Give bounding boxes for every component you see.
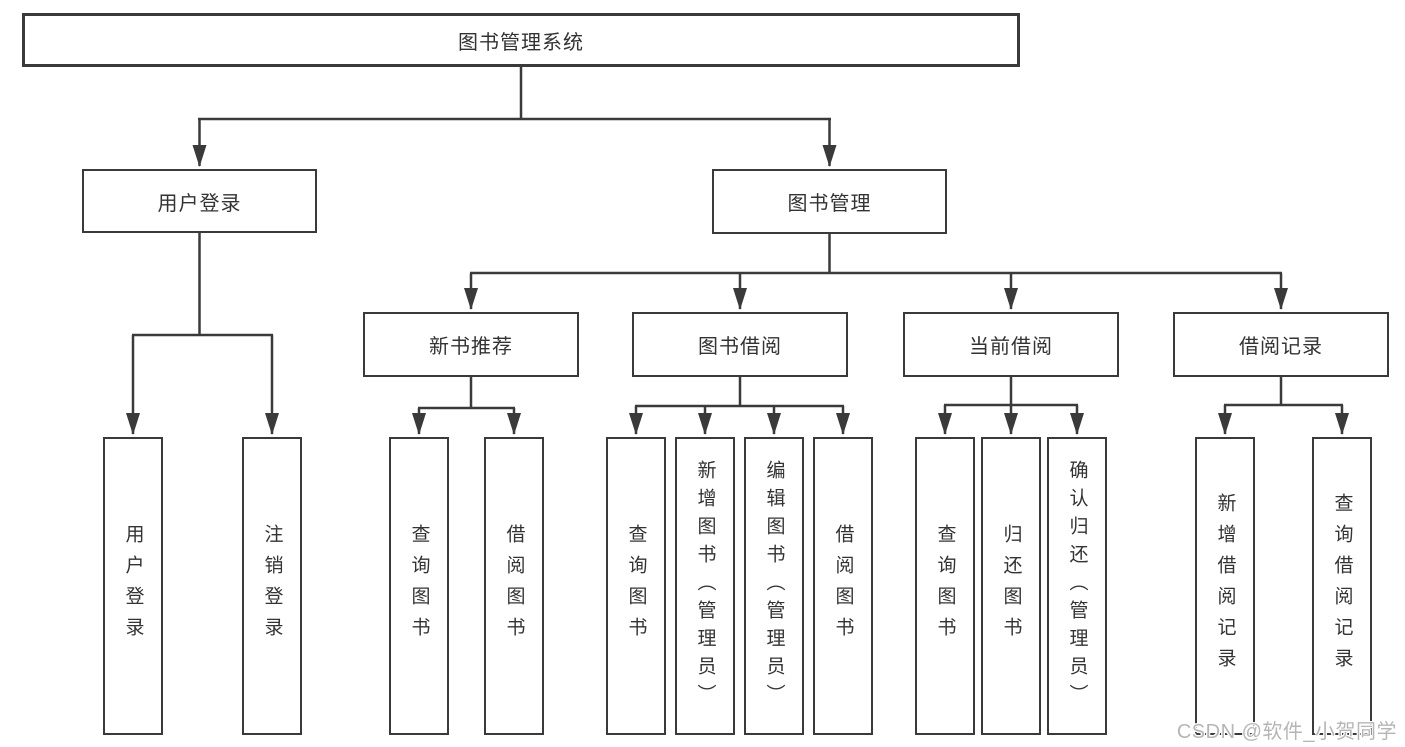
node-borrow-records: 借阅记录 [1173, 312, 1389, 377]
node-current-borrow-label: 当前借阅 [969, 336, 1053, 358]
node-book-management-label: 图书管理 [787, 193, 872, 215]
node-current-borrow: 当前借阅 [903, 312, 1119, 377]
leaf-query-books-3-label: 查询图书 [934, 524, 956, 648]
leaf-logout-label: 注销登录 [261, 524, 283, 648]
node-book-borrow: 图书借阅 [632, 312, 848, 377]
node-user-login: 用户登录 [82, 169, 317, 233]
leaf-borrow-books-1: 借阅图书 [484, 437, 544, 735]
leaf-user-login: 用户登录 [103, 437, 163, 735]
node-root-system: 图书管理系统 [22, 13, 1020, 67]
leaf-query-borrow-record: 查询借阅记录 [1312, 437, 1372, 735]
node-book-management: 图书管理 [712, 169, 947, 234]
node-borrow-records-label: 借阅记录 [1239, 336, 1323, 358]
leaf-query-books-1-label: 查询图书 [408, 524, 430, 648]
node-user-login-label: 用户登录 [157, 192, 242, 215]
leaf-edit-books-admin: 编辑图书（管理员） [744, 437, 804, 735]
leaf-query-books-3: 查询图书 [915, 437, 975, 735]
leaf-query-books-2: 查询图书 [606, 437, 666, 735]
leaf-confirm-return-admin-label: 确认归还（管理员） [1066, 460, 1088, 712]
leaf-query-borrow-record-label: 查询借阅记录 [1331, 493, 1353, 679]
node-book-borrow-label: 图书借阅 [698, 336, 782, 358]
watermark: CSDN @软件_小贺同学 [1176, 721, 1397, 743]
leaf-add-books-admin: 新增图书（管理员） [675, 437, 735, 735]
leaf-return-books: 归还图书 [981, 437, 1041, 735]
arrow-connectors [126, 119, 1349, 435]
leaf-edit-books-admin-label: 编辑图书（管理员） [763, 460, 785, 712]
leaf-logout: 注销登录 [242, 437, 302, 735]
leaf-query-books-2-label: 查询图书 [625, 524, 647, 648]
leaf-add-borrow-record-label: 新增借阅记录 [1214, 493, 1236, 679]
leaf-borrow-books-2-label: 借阅图书 [832, 524, 854, 648]
leaf-query-books-1: 查询图书 [389, 437, 449, 735]
leaf-borrow-books-2: 借阅图书 [813, 437, 873, 735]
node-new-book-recommend: 新书推荐 [363, 312, 579, 377]
node-root-label: 图书管理系统 [458, 31, 584, 54]
leaf-add-borrow-record: 新增借阅记录 [1195, 437, 1255, 735]
leaf-return-books-label: 归还图书 [1000, 524, 1022, 648]
leaf-user-login-label: 用户登录 [122, 524, 144, 648]
leaf-borrow-books-1-label: 借阅图书 [503, 524, 525, 648]
leaf-add-books-admin-label: 新增图书（管理员） [694, 460, 716, 712]
leaf-confirm-return-admin: 确认归还（管理员） [1047, 437, 1107, 735]
connector-trunks [132, 67, 1343, 410]
node-new-book-recommend-label: 新书推荐 [429, 336, 513, 358]
